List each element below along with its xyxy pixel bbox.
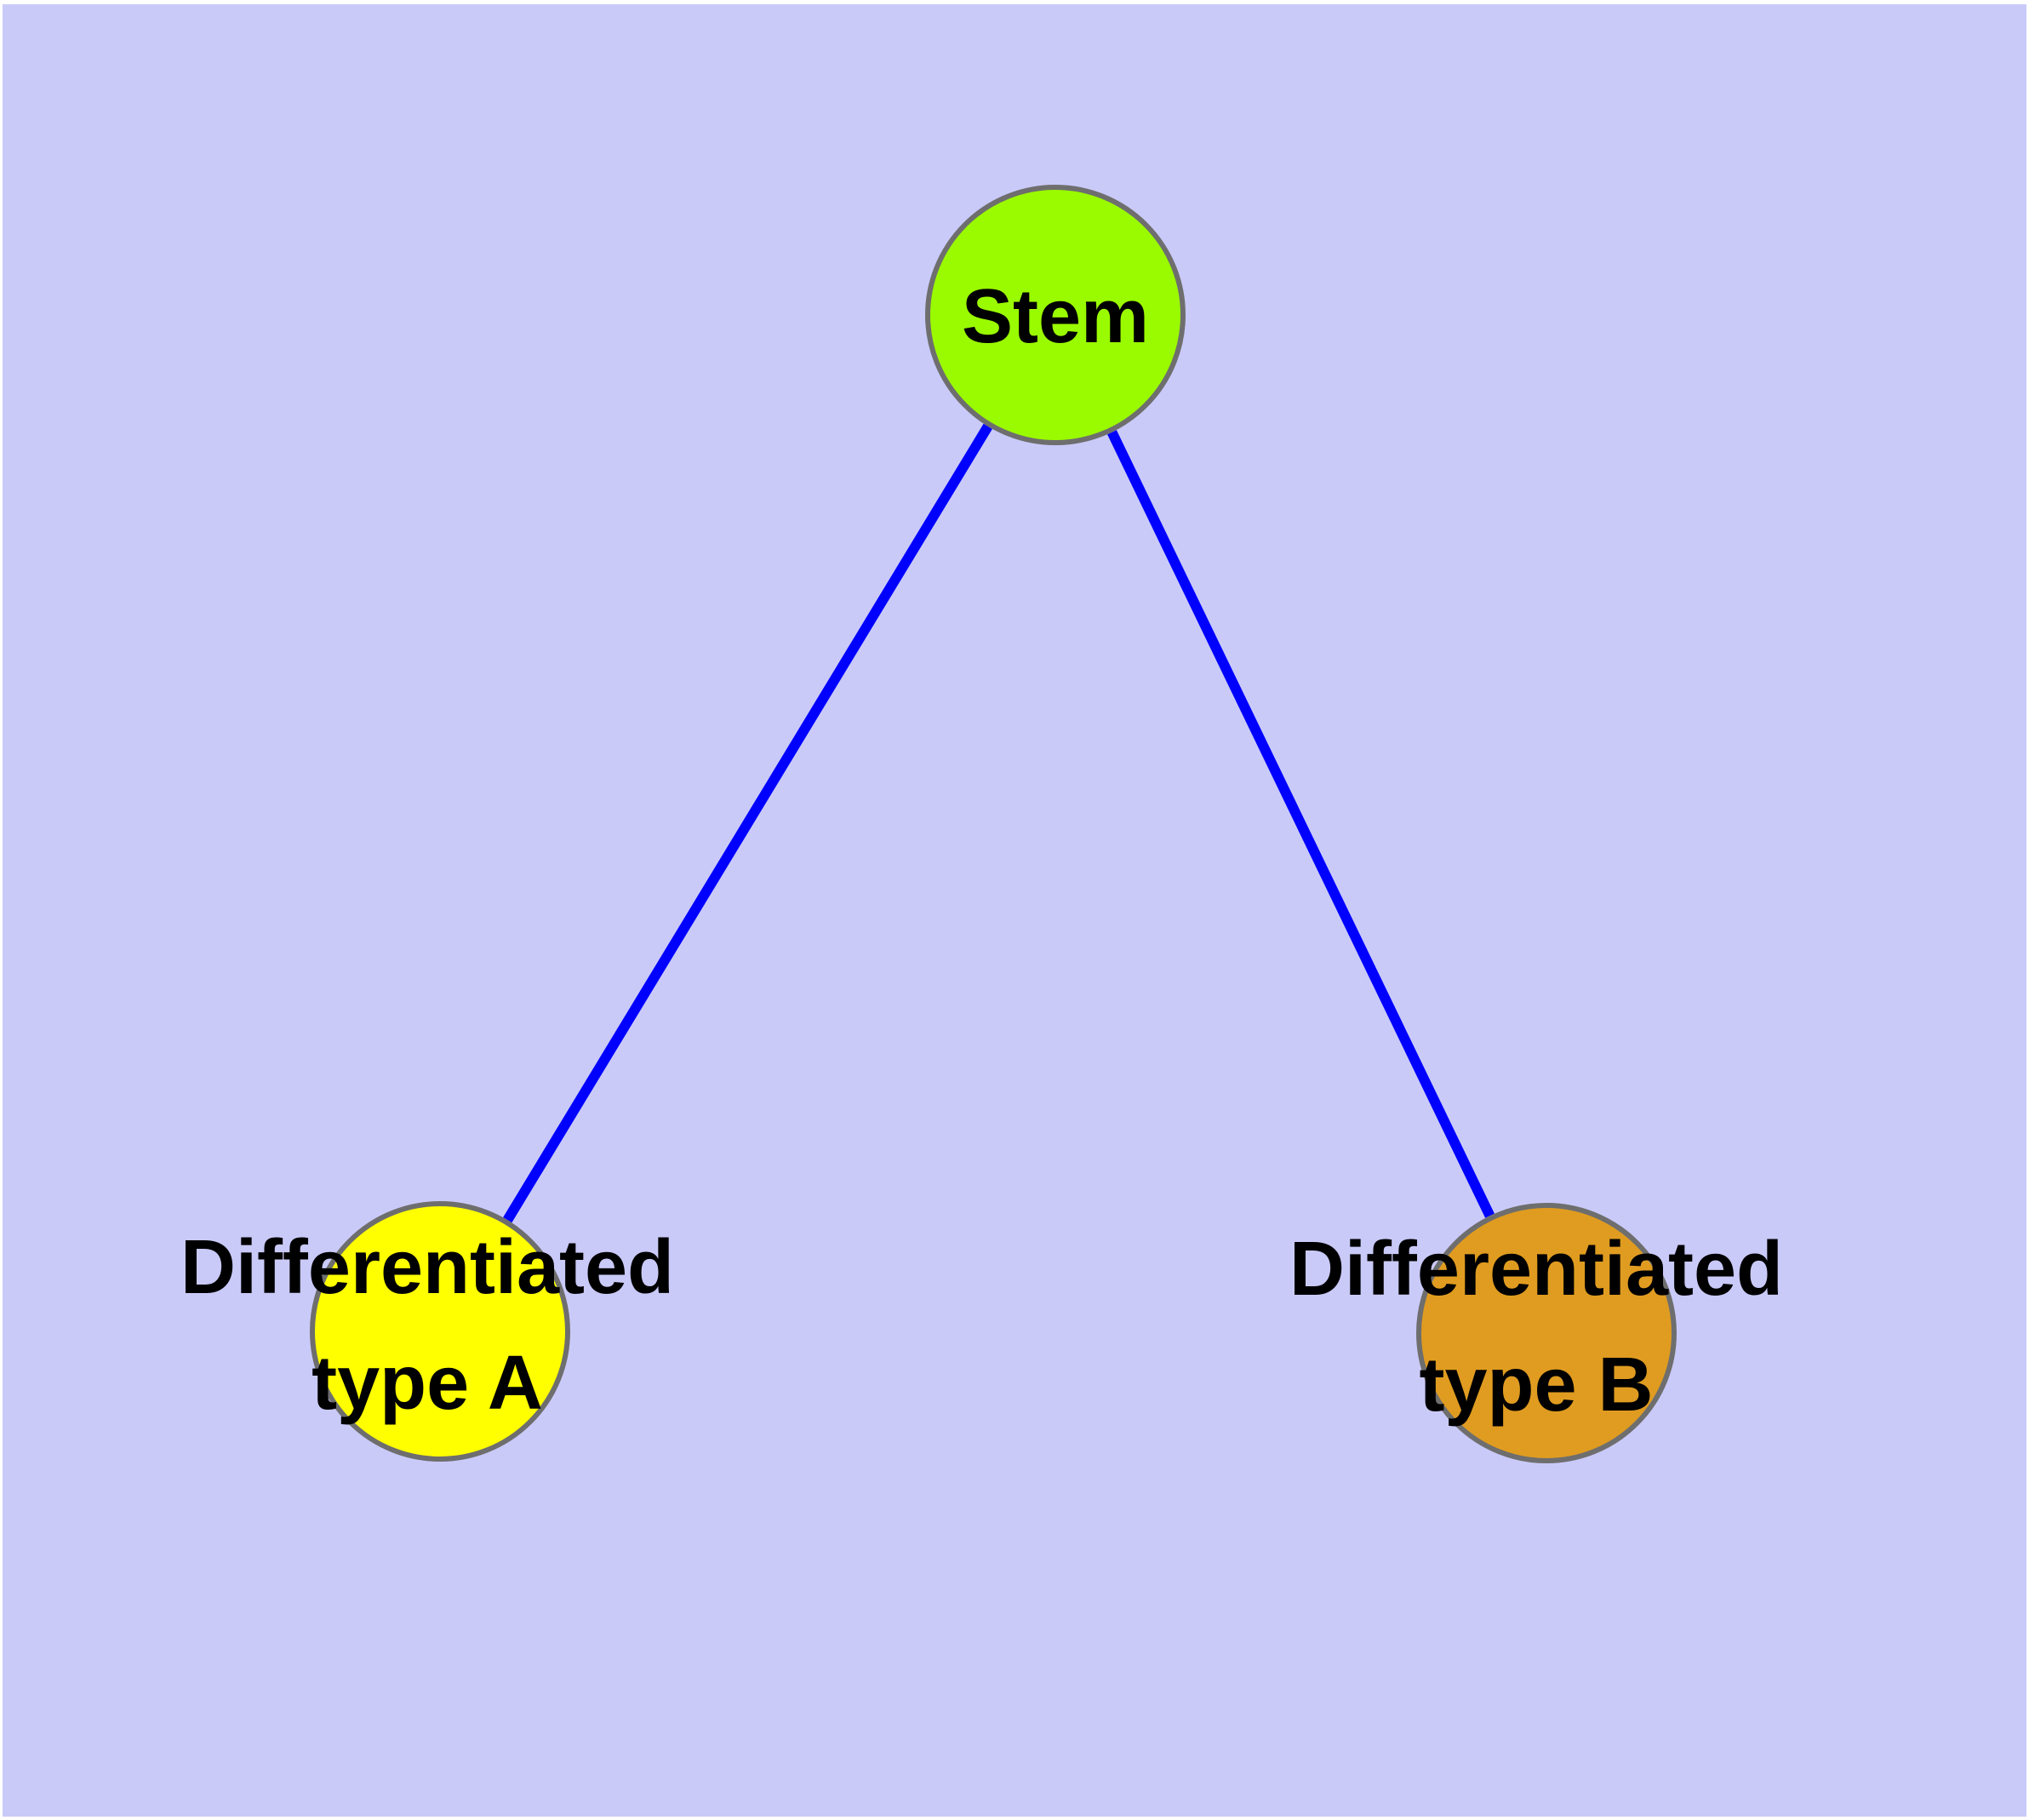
- node-label-stem-line1: Stem: [962, 274, 1149, 359]
- node-circle-differentiated-type-a: [310, 1201, 570, 1462]
- node-label-differentiated-type-b-line2: type B: [1419, 1342, 1653, 1428]
- node-label-differentiated-type-a-line2: type A: [311, 1341, 543, 1426]
- node-stem: Stem: [925, 185, 1186, 445]
- node-circle-stem: [925, 185, 1186, 445]
- node-label-differentiated-type-b-line1: Differentiated: [1289, 1227, 1783, 1312]
- edge-stem-to-differentiated-type-b: [1107, 430, 1495, 1218]
- node-circle-differentiated-type-b: [1416, 1203, 1677, 1463]
- edge-stem-to-differentiated-type-a: [503, 423, 992, 1223]
- node-differentiated-type-b: Differentiated type B: [1289, 1203, 1783, 1463]
- node-label-differentiated-type-a-line1: Differentiated: [180, 1225, 674, 1310]
- node-differentiated-type-a: Differentiated type A: [180, 1201, 674, 1462]
